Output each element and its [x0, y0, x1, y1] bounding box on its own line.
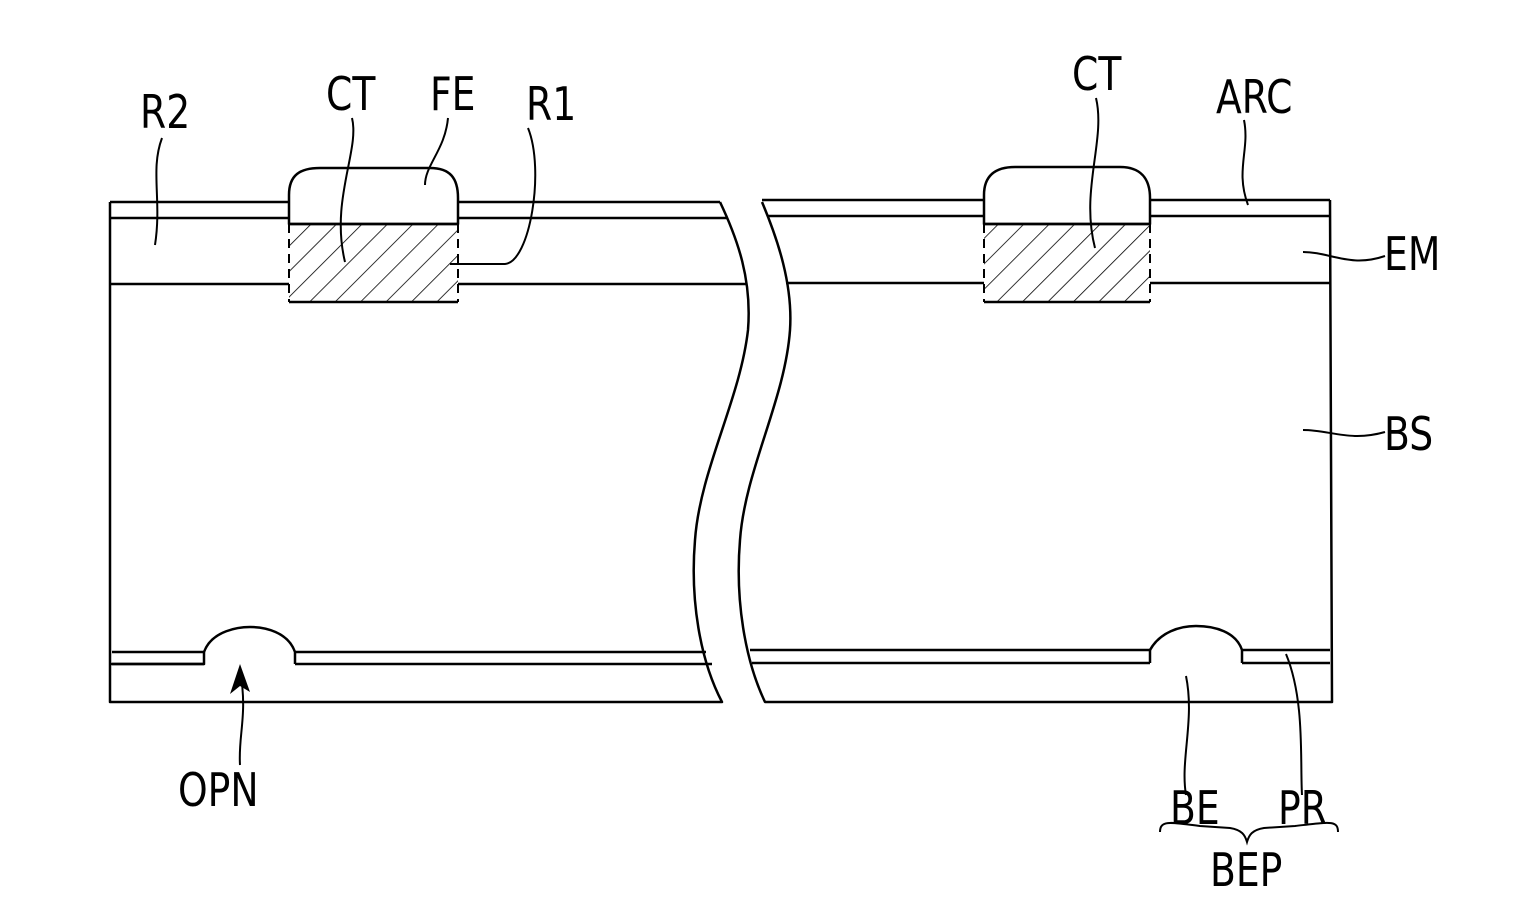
right-panel [739, 167, 1332, 702]
labels: R2 CT FE R1 CT ARC EM BS OPN BE PR BEP [140, 47, 1440, 897]
label-opn: OPN [178, 763, 259, 817]
label-em: EM [1384, 227, 1440, 281]
label-bep: BEP [1210, 843, 1282, 897]
label-be: BE [1170, 781, 1220, 835]
label-pr: PR [1278, 781, 1327, 835]
label-ct-left: CT [326, 67, 376, 121]
label-arc: ARC [1216, 70, 1292, 124]
label-ct-right: CT [1072, 47, 1122, 101]
left-front-electrode [289, 168, 458, 224]
label-r2: R2 [140, 85, 190, 139]
right-back-electrode [1150, 626, 1242, 663]
right-contact-region [984, 224, 1150, 302]
left-panel [110, 168, 749, 702]
label-r1: R1 [526, 77, 576, 131]
label-bs: BS [1384, 407, 1433, 461]
leader-lines [155, 98, 1385, 842]
right-front-electrode [984, 167, 1150, 224]
left-contact-region [289, 224, 458, 302]
left-back-layer-top [112, 652, 204, 664]
left-opening [204, 627, 295, 664]
label-fe: FE [430, 67, 476, 121]
